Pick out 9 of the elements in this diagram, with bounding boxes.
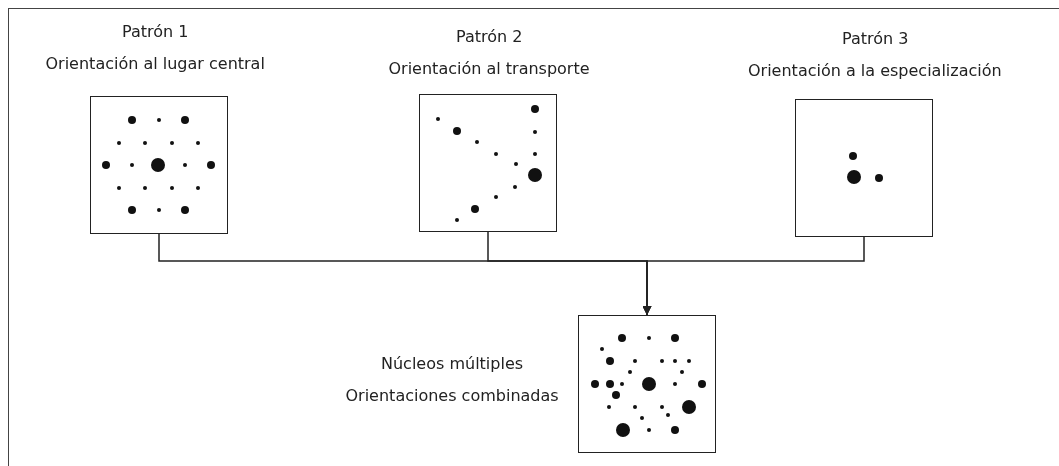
pattern-subtitle: Orientación al transporte [388,59,590,78]
connector-arrow [642,236,865,316]
pattern-title: Patrón 1 [122,22,189,41]
pattern-title: Patrón 2 [456,27,523,46]
pattern-subtitle: Orientación a la especialización [748,61,1002,80]
pattern-title: Núcleos múltiples [381,354,524,373]
pattern-subtitle: Orientaciones combinadas [345,386,559,405]
pattern-subtitle: Orientación al lugar central [45,54,265,73]
pattern-title: Patrón 3 [842,29,909,48]
